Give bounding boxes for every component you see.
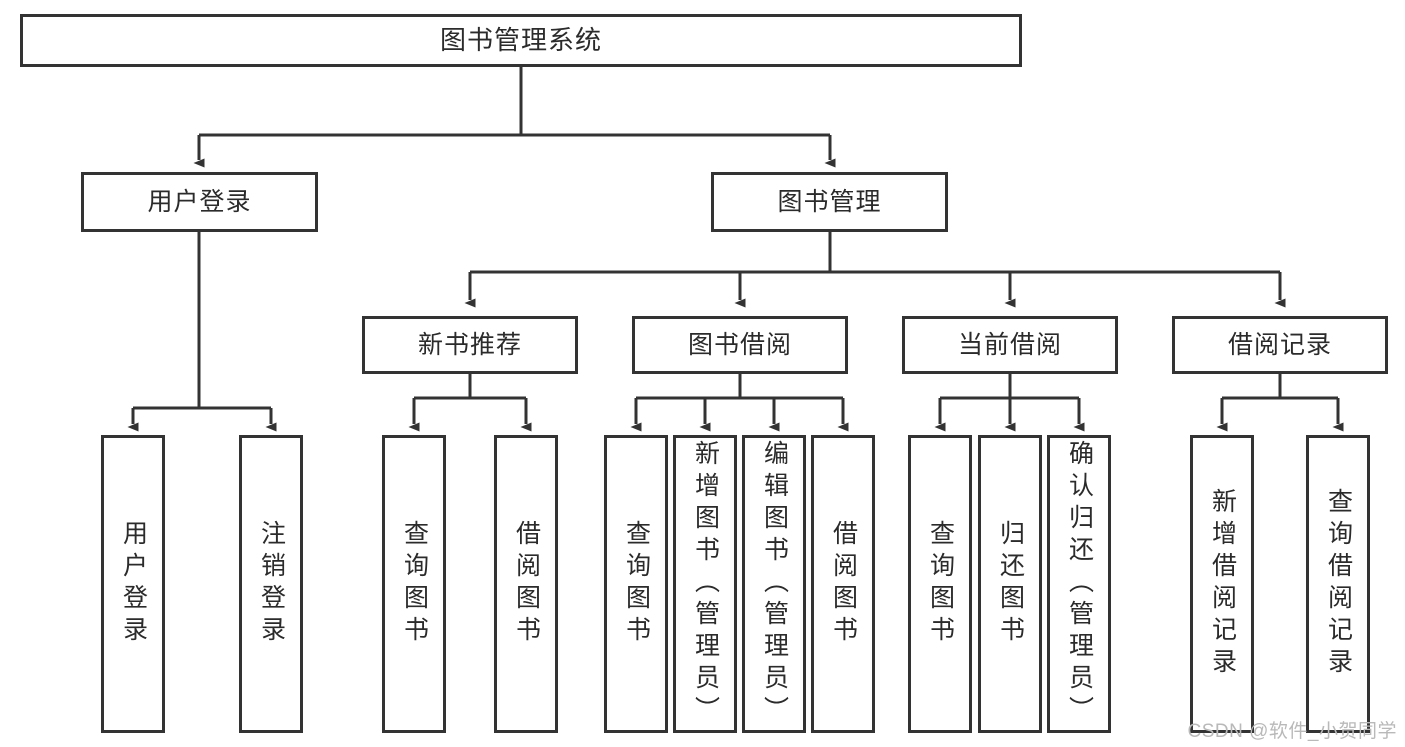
leaf-query-book-borrow[interactable]: 查询图书 bbox=[604, 435, 668, 733]
leaf-query-book-new[interactable]: 查询图书 bbox=[382, 435, 446, 733]
node-label: 编辑图书（管理员） bbox=[760, 440, 789, 728]
leaf-add-borrow-record[interactable]: 新增借阅记录 bbox=[1190, 435, 1254, 733]
node-label: 用户登录 bbox=[119, 520, 148, 648]
node-book-management[interactable]: 图书管理 bbox=[711, 172, 948, 232]
node-label: 图书管理系统 bbox=[439, 24, 602, 55]
leaf-logout[interactable]: 注销登录 bbox=[239, 435, 303, 733]
node-label: 用户登录 bbox=[147, 188, 252, 216]
leaf-borrow-book-new[interactable]: 借阅图书 bbox=[494, 435, 558, 733]
leaf-add-book-admin[interactable]: 新增图书（管理员） bbox=[673, 435, 737, 733]
node-label: 确认归还（管理员） bbox=[1065, 440, 1094, 728]
node-user-login[interactable]: 用户登录 bbox=[81, 172, 318, 232]
node-label: 当前借阅 bbox=[957, 331, 1062, 359]
node-label: 归还图书 bbox=[996, 520, 1025, 648]
node-book-borrowing[interactable]: 图书借阅 bbox=[632, 316, 848, 374]
leaf-borrow-book[interactable]: 借阅图书 bbox=[811, 435, 875, 733]
leaf-confirm-return-admin[interactable]: 确认归还（管理员） bbox=[1047, 435, 1111, 733]
csdn-watermark: CSDN @软件_小贺同学 bbox=[1187, 721, 1397, 742]
node-label: 图书管理 bbox=[777, 188, 882, 216]
node-current-borrowing[interactable]: 当前借阅 bbox=[902, 316, 1118, 374]
node-label: 查询借阅记录 bbox=[1324, 488, 1353, 680]
node-root-book-management-system[interactable]: 图书管理系统 bbox=[20, 14, 1022, 67]
leaf-query-borrow-record[interactable]: 查询借阅记录 bbox=[1306, 435, 1370, 733]
node-label: 查询图书 bbox=[926, 520, 955, 648]
node-label: 借阅图书 bbox=[829, 520, 858, 648]
node-label: 新书推荐 bbox=[417, 331, 522, 359]
node-label: 注销登录 bbox=[257, 520, 286, 648]
node-label: 查询图书 bbox=[400, 520, 429, 648]
node-label: 新增图书（管理员） bbox=[691, 440, 720, 728]
leaf-edit-book-admin[interactable]: 编辑图书（管理员） bbox=[742, 435, 806, 733]
node-new-book-recommendation[interactable]: 新书推荐 bbox=[362, 316, 578, 374]
leaf-user-login[interactable]: 用户登录 bbox=[101, 435, 165, 733]
node-borrowing-record[interactable]: 借阅记录 bbox=[1172, 316, 1388, 374]
node-label: 图书借阅 bbox=[687, 331, 792, 359]
node-label: 借阅记录 bbox=[1227, 331, 1332, 359]
node-label: 查询图书 bbox=[622, 520, 651, 648]
leaf-query-book-current[interactable]: 查询图书 bbox=[908, 435, 972, 733]
leaf-return-book[interactable]: 归还图书 bbox=[978, 435, 1042, 733]
node-label: 借阅图书 bbox=[512, 520, 541, 648]
node-label: 新增借阅记录 bbox=[1208, 488, 1237, 680]
